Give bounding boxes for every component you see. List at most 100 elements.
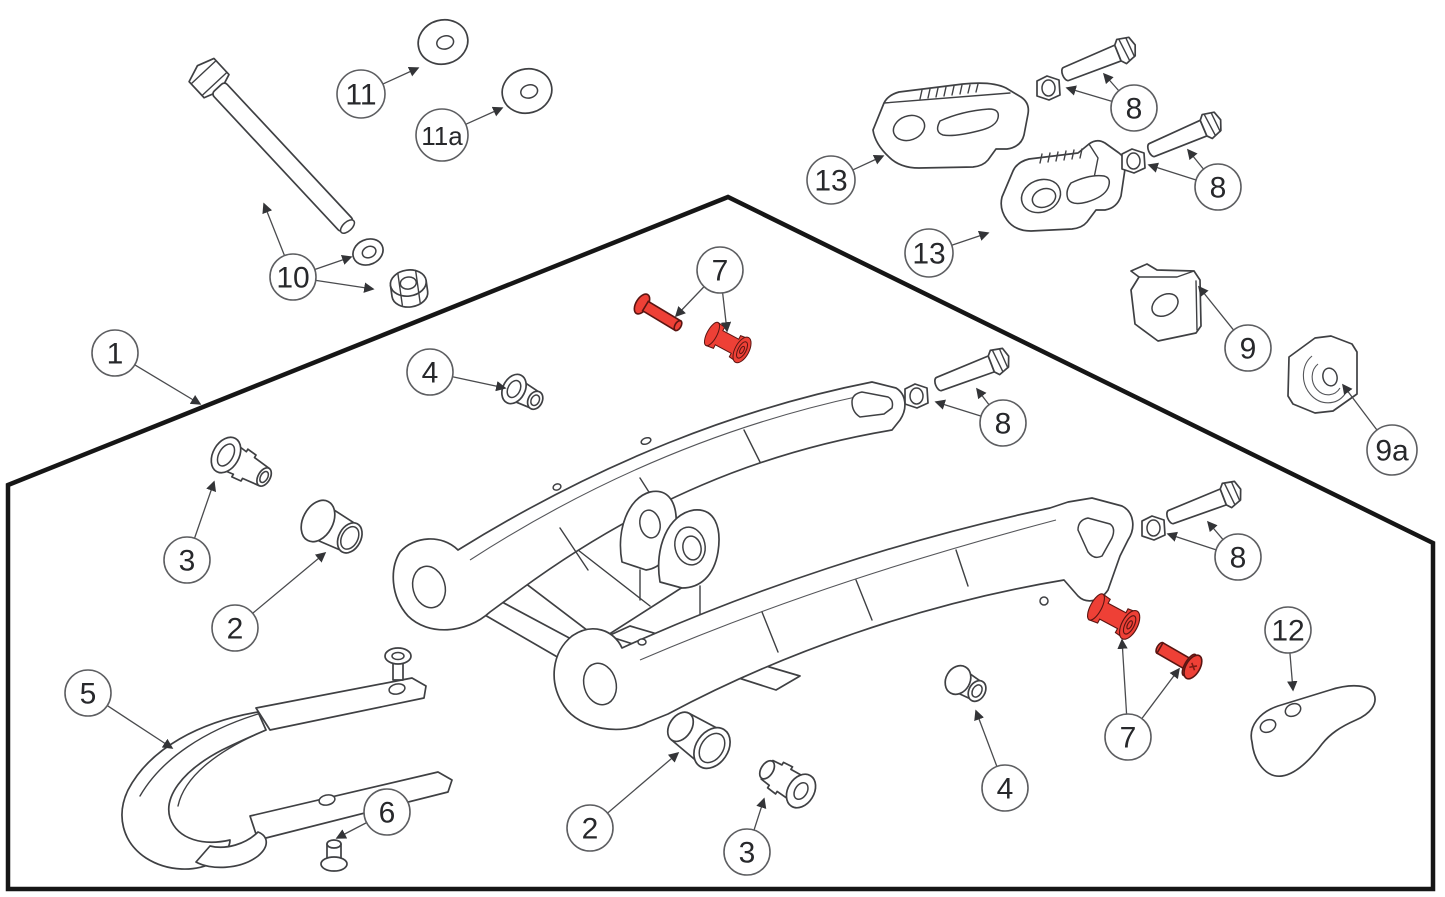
callout-10-7: 10 (269, 253, 317, 301)
callout-11-8: 11 (336, 69, 386, 119)
callout-circle (981, 764, 1029, 812)
callout-3-19: 3 (723, 828, 771, 876)
leader-to-part-10 (262, 202, 286, 256)
leader-to-part-8 (1147, 162, 1197, 181)
callout-circle (723, 828, 771, 876)
callout-8-12: 8 (1110, 84, 1158, 132)
leader-to-part-3 (193, 480, 217, 539)
callout-number: 13 (912, 238, 945, 271)
callout-number: 4 (422, 357, 439, 390)
axle-washer (352, 238, 384, 266)
callout-circle (269, 253, 317, 301)
axle-flange-nut (389, 269, 429, 308)
callout-circle (1214, 533, 1262, 581)
callout-13-11: 13 (904, 228, 954, 278)
callout-number: 7 (712, 255, 729, 288)
adjuster-nut-top (1036, 75, 1061, 101)
leader-to-part-8 (1102, 72, 1120, 92)
callout-circle (163, 536, 211, 584)
swingarm-pivot-lugs (619, 490, 720, 617)
callout-circle (91, 329, 139, 377)
callout-circle (1194, 163, 1242, 211)
pivot-collar-left (300, 499, 363, 554)
leader-to-part-7 (674, 286, 705, 318)
leader-to-part-12 (1287, 652, 1298, 692)
callout-circle (415, 108, 469, 162)
chain-guide (121, 677, 453, 870)
callout-3-2: 3 (163, 536, 211, 584)
callout-number: 2 (227, 613, 244, 646)
callout-number: 13 (814, 165, 847, 198)
callout-8-13: 8 (1194, 163, 1242, 211)
leader-to-part-13 (951, 230, 990, 246)
callout-number: 9a (1375, 435, 1409, 468)
pivot-bushing-upper (501, 373, 544, 411)
large-washer-11 (417, 18, 469, 66)
leader-to-part-11 (382, 66, 420, 85)
callout-number: 5 (80, 678, 97, 711)
leader-to-part-8 (976, 387, 990, 406)
callout-number: 8 (995, 408, 1012, 441)
leader-to-part-8 (1166, 531, 1217, 551)
leader-to-part-6 (335, 822, 367, 839)
leader-to-part-10 (315, 279, 375, 293)
axle-block-9 (1130, 263, 1202, 342)
callout-4-20: 4 (981, 764, 1029, 812)
swingarm-lower-arm (553, 497, 1134, 731)
leader-to-part-2 (252, 552, 327, 614)
leader-to-part-8 (934, 399, 982, 417)
callout-circle (1366, 424, 1418, 476)
callout-2-18: 2 (566, 804, 614, 852)
adjuster-nut-middle (904, 383, 929, 409)
callout-6-5: 6 (363, 788, 411, 836)
callout-2-1: 2 (211, 604, 259, 652)
callout-number: 12 (1271, 615, 1304, 648)
chain-adjuster-right (1000, 139, 1127, 232)
guide-flat-screw (384, 647, 412, 681)
chain-adjuster-left (872, 82, 1030, 169)
callout-circle (64, 669, 112, 717)
callout-1-0: 1 (91, 329, 139, 377)
leader-arrows (106, 66, 1378, 839)
leader-to-part-7 (1141, 667, 1180, 719)
pivot-bushing-bottom (758, 759, 817, 809)
leader-to-part-9 (1198, 285, 1235, 331)
leader-to-part-1 (134, 364, 202, 405)
leader-to-part-4 (974, 709, 998, 767)
callout-circle (363, 788, 411, 836)
callout-circle (1104, 713, 1152, 761)
leader-to-part-13 (852, 154, 885, 171)
leader-to-part-8 (1065, 85, 1113, 103)
callout-number: 11 (345, 79, 376, 112)
callout-circle (696, 246, 744, 294)
callout-number: 7 (1120, 722, 1137, 755)
callout-8-14: 8 (979, 399, 1027, 447)
leader-to-part-9a (1342, 383, 1378, 431)
callout-circle (336, 69, 386, 119)
callout-9a-17: 9a (1366, 424, 1418, 476)
adjuster-bolt-middle (930, 344, 1015, 399)
callout-number: 3 (179, 545, 196, 578)
callout-4-3: 4 (406, 348, 454, 396)
callout-number: 11a (421, 121, 463, 151)
callout-circle (1110, 84, 1158, 132)
callout-number: 4 (997, 773, 1014, 806)
region-boundary (5, 194, 1436, 892)
callout-13-10: 13 (806, 155, 856, 205)
callout-number: 2 (582, 813, 599, 846)
callout-7-21: 7 (1104, 713, 1152, 761)
callout-5-4: 5 (64, 669, 112, 717)
leader-to-part-8 (1206, 520, 1224, 540)
adjuster-bolt-top (1057, 33, 1142, 89)
chain-roller-bolt-lower (1155, 641, 1203, 680)
swingarm-pivot-axle-bolt (188, 57, 356, 234)
callout-number: 8 (1230, 542, 1247, 575)
leader-to-part-7 (1117, 638, 1128, 715)
leader-to-part-2 (607, 751, 680, 814)
callout-circle (806, 155, 856, 205)
callout-9-16: 9 (1224, 324, 1272, 372)
callout-number: 8 (1210, 172, 1227, 205)
chain-guard-bracket (1250, 684, 1376, 777)
